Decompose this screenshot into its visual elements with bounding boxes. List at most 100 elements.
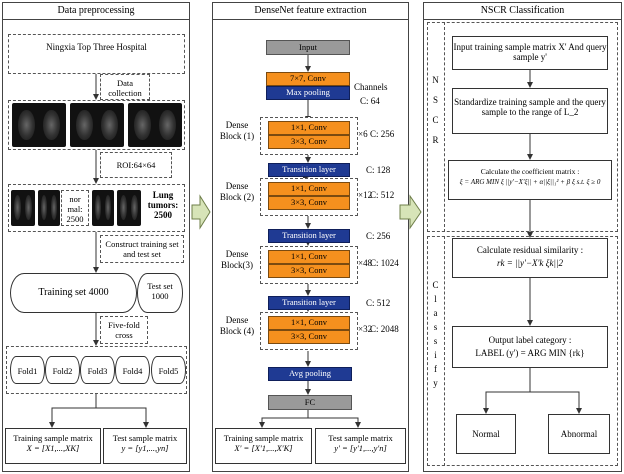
data-collection-box: Data collection <box>100 74 150 100</box>
nscr-step-residual: Calculate residual similarity : rk = ||y… <box>452 238 608 278</box>
step-residual-title: Calculate residual similarity : <box>476 245 584 255</box>
dense-block-multiplier: ×6 <box>358 129 368 139</box>
classify-divider <box>444 236 445 466</box>
side-letter: s <box>433 336 438 346</box>
fold-item: Fold5 <box>151 356 186 384</box>
dense-block-label: Dense Block(3) <box>221 249 253 270</box>
step-input-text: Input training sample matrix X' And quer… <box>453 42 607 62</box>
side-letter: R <box>432 135 439 145</box>
transition-channels: C: 128 <box>366 165 391 175</box>
normal-count-label: nor mal: 2500 <box>66 194 84 224</box>
roi-image <box>117 190 141 226</box>
conv3-layer: 3×3, Conv <box>268 196 350 210</box>
panel-title: Data preprocessing <box>3 3 189 20</box>
test-matrix-box: Test sample matrix y = [y1,...,yn] <box>103 428 187 464</box>
fold-item: Fold4 <box>115 356 150 384</box>
fold-item: Fold1 <box>10 356 45 384</box>
conv1-layer: 1×1, Conv <box>268 250 350 264</box>
step-output-eq: LABEL (y') = ARG MIN {rk} <box>475 348 585 358</box>
transition-layer: Transition layer <box>268 163 350 177</box>
test-matrix-eq: y' = [y'1,...,y'n] <box>334 443 387 453</box>
test-matrix-label: Test sample matrix <box>328 433 393 443</box>
dense-block-channels: C: 1024 <box>370 258 399 268</box>
ct-scan-image <box>12 103 66 147</box>
tumor-count-label: Lung tumors: 2500 <box>147 190 179 220</box>
hospital-label: Ningxia Top Three Hospital <box>46 42 147 52</box>
train-matrix-label: Training sample matrix <box>13 433 93 443</box>
train-matrix-eq: X = [X1,...,XK] <box>26 443 80 453</box>
side-letter: f <box>434 364 437 374</box>
five-fold-box: Five-fold cross <box>100 316 148 344</box>
dense-block-channels: C: 256 <box>370 129 395 139</box>
roi-box: ROI:64×64 <box>100 152 172 178</box>
channels-c64: C: 64 <box>360 96 380 106</box>
result-normal: Normal <box>456 414 516 454</box>
fold-item: Fold3 <box>80 356 115 384</box>
dense-block-multiplier: ×48 <box>358 258 373 268</box>
result-abnormal: Abnormal <box>548 414 610 454</box>
roi-image <box>11 190 35 226</box>
step-output-title: Output label category : <box>488 335 572 345</box>
data-collection-label: Data collection <box>108 78 142 98</box>
conv7-layer: 7×7, Conv <box>266 72 350 86</box>
construct-set-box: Construct training set and test set <box>100 235 184 263</box>
construct-set-label: Construct training set and test set <box>105 239 179 259</box>
nscr-step-coefficient: Calculate the coefficient matrix : ξ = A… <box>448 160 612 200</box>
conv3-layer: 3×3, Conv <box>268 264 350 278</box>
transition-layer: Transition layer <box>268 296 350 310</box>
side-letter: a <box>433 308 438 318</box>
training-set-label: Training set 4000 <box>38 287 109 298</box>
side-letter: s <box>433 322 438 332</box>
side-letter: l <box>434 294 437 304</box>
transition-layer: Transition layer <box>268 229 350 243</box>
maxpool-layer: Max pooling <box>266 86 350 100</box>
flow-arrow <box>259 410 309 428</box>
hospital-box: Ningxia Top Three Hospital <box>8 34 185 74</box>
test-matrix-box-densenet: Test sample matrix y' = [y'1,...,y'n] <box>315 428 406 464</box>
channels-label: Channels <box>354 82 388 92</box>
roi-label: ROI:64×64 <box>116 160 156 170</box>
train-matrix-box-densenet: Training sample matrix X' = [X'1,...,X'K… <box>215 428 312 464</box>
nscr-step-output: Output label category : LABEL (y') = ARG… <box>452 326 608 368</box>
step-standardize-text: Standardize training sample and the quer… <box>454 97 606 117</box>
train-matrix-eq: X' = [X'1,...,X'K] <box>234 443 293 453</box>
transition-channels: C: 512 <box>366 298 391 308</box>
dense-block-label: Dense Block (1) <box>219 120 255 141</box>
nscr-step-input: Input training sample matrix X' And quer… <box>452 36 608 70</box>
transition-channels: C: 256 <box>366 231 391 241</box>
step-residual-eq: rk = ||y'−X'k ξk||2 <box>497 258 563 268</box>
test-set-cylinder: Test set 1000 <box>137 273 183 313</box>
abnormal-label: Abnormal <box>560 429 598 439</box>
normal-label: Normal <box>472 429 500 439</box>
train-matrix-box: Training sample matrix X = [X1,...,XK] <box>5 428 101 464</box>
test-matrix-label: Test sample matrix <box>112 433 178 443</box>
normal-count-box: nor mal: 2500 <box>61 190 89 226</box>
conv1-layer: 1×1, Conv <box>268 182 350 196</box>
flow-arrow <box>308 417 361 428</box>
panel-title: DenseNet feature extraction <box>213 3 408 20</box>
nscr-step-standardize: Standardize training sample and the quer… <box>452 88 608 134</box>
input-layer: Input <box>266 40 350 55</box>
nscr-divider <box>444 22 445 232</box>
ct-scan-image <box>128 103 182 147</box>
dense-block-multiplier: ×32 <box>358 324 373 334</box>
roi-image <box>92 190 114 226</box>
side-letter: y <box>433 378 438 388</box>
roi-image <box>38 190 60 226</box>
flow-arrow <box>96 407 149 428</box>
conv3-layer: 3×3, Conv <box>268 135 350 149</box>
step-coefficient-title: Calculate the coefficient matrix : <box>480 167 580 176</box>
side-letter: S <box>432 95 438 105</box>
fold-item: Fold2 <box>45 356 80 384</box>
flow-arrow <box>49 394 97 428</box>
dense-block-multiplier: ×12 <box>358 190 373 200</box>
flow-arrow <box>530 391 582 414</box>
side-letter: N <box>432 75 439 85</box>
test-matrix-eq: y = [y1,...,yn] <box>121 443 169 453</box>
ct-scan-image <box>70 103 124 147</box>
flow-arrow <box>483 368 531 414</box>
side-letter: C <box>432 115 439 125</box>
